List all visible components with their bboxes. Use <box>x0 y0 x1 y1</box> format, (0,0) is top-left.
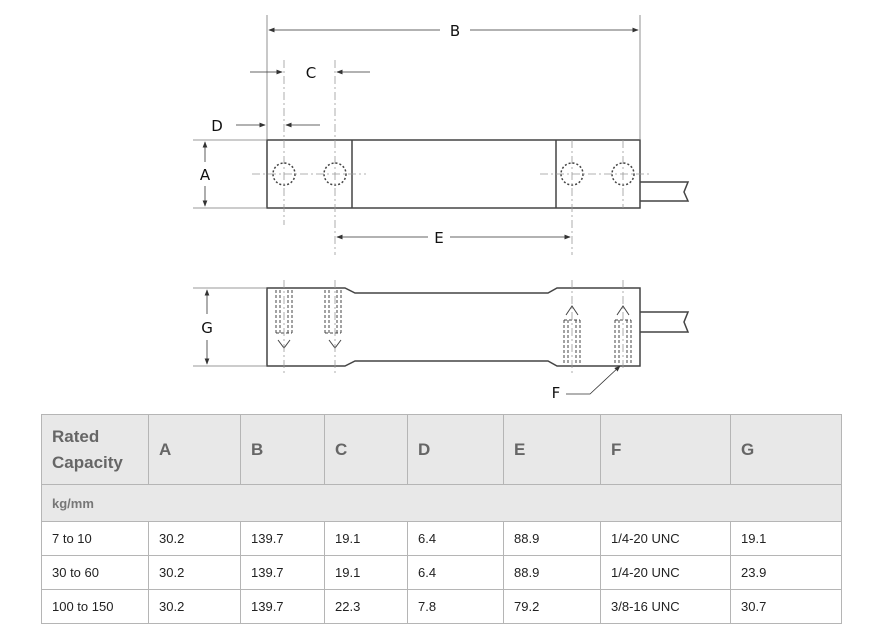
table-cell: 1/4-20 UNC <box>600 555 731 590</box>
table-cell: 3/8-16 UNC <box>600 589 731 624</box>
dim-label-b: B <box>450 22 460 40</box>
load-cell-dimension-drawing: B C D A E G F <box>193 15 690 402</box>
table-cell: 7.8 <box>407 589 504 624</box>
table-cell: 30.2 <box>148 589 241 624</box>
dim-label-g: G <box>201 319 213 337</box>
unit-row: kg/mm <box>41 484 842 522</box>
table-cell: 1/4-20 UNC <box>600 521 731 556</box>
dimensions-table: Rated Capacity A B C D E F G kg/mm 7 to … <box>41 414 842 624</box>
table-cell: 88.9 <box>503 521 601 556</box>
table-cell: 139.7 <box>240 589 325 624</box>
table-cell: 30.2 <box>148 521 241 556</box>
table-cell: 19.1 <box>324 555 408 590</box>
header-rated-capacity: Rated Capacity <box>41 414 149 485</box>
table-cell: 23.9 <box>730 555 842 590</box>
table-cell: 22.3 <box>324 589 408 624</box>
dim-label-d: D <box>211 117 223 135</box>
header-b: B <box>240 414 325 485</box>
table-cell: 19.1 <box>324 521 408 556</box>
dim-label-a: A <box>200 166 211 184</box>
table-cell: 139.7 <box>240 555 325 590</box>
side-view <box>266 280 690 375</box>
table-cell: 6.4 <box>407 521 504 556</box>
header-f: F <box>600 414 731 485</box>
table-header-row: Rated Capacity A B C D E F G <box>41 414 842 485</box>
header-g: G <box>730 414 842 485</box>
header-d: D <box>407 414 504 485</box>
table-cell: 7 to 10 <box>41 521 149 556</box>
table-cell: 100 to 150 <box>41 589 149 624</box>
header-c: C <box>324 414 408 485</box>
top-view <box>252 60 690 255</box>
table-cell: 79.2 <box>503 589 601 624</box>
table-cell: 30.7 <box>730 589 842 624</box>
dim-label-c: C <box>306 64 316 82</box>
unit-label: kg/mm <box>41 484 842 522</box>
header-a: A <box>148 414 241 485</box>
table-cell: 30 to 60 <box>41 555 149 590</box>
table-cell: 30.2 <box>148 555 241 590</box>
table-cell: 6.4 <box>407 555 504 590</box>
table-cell: 19.1 <box>730 521 842 556</box>
table-cell: 139.7 <box>240 521 325 556</box>
header-e: E <box>503 414 601 485</box>
dim-label-f: F <box>552 384 561 402</box>
dim-label-e: E <box>434 229 443 247</box>
table-cell: 88.9 <box>503 555 601 590</box>
